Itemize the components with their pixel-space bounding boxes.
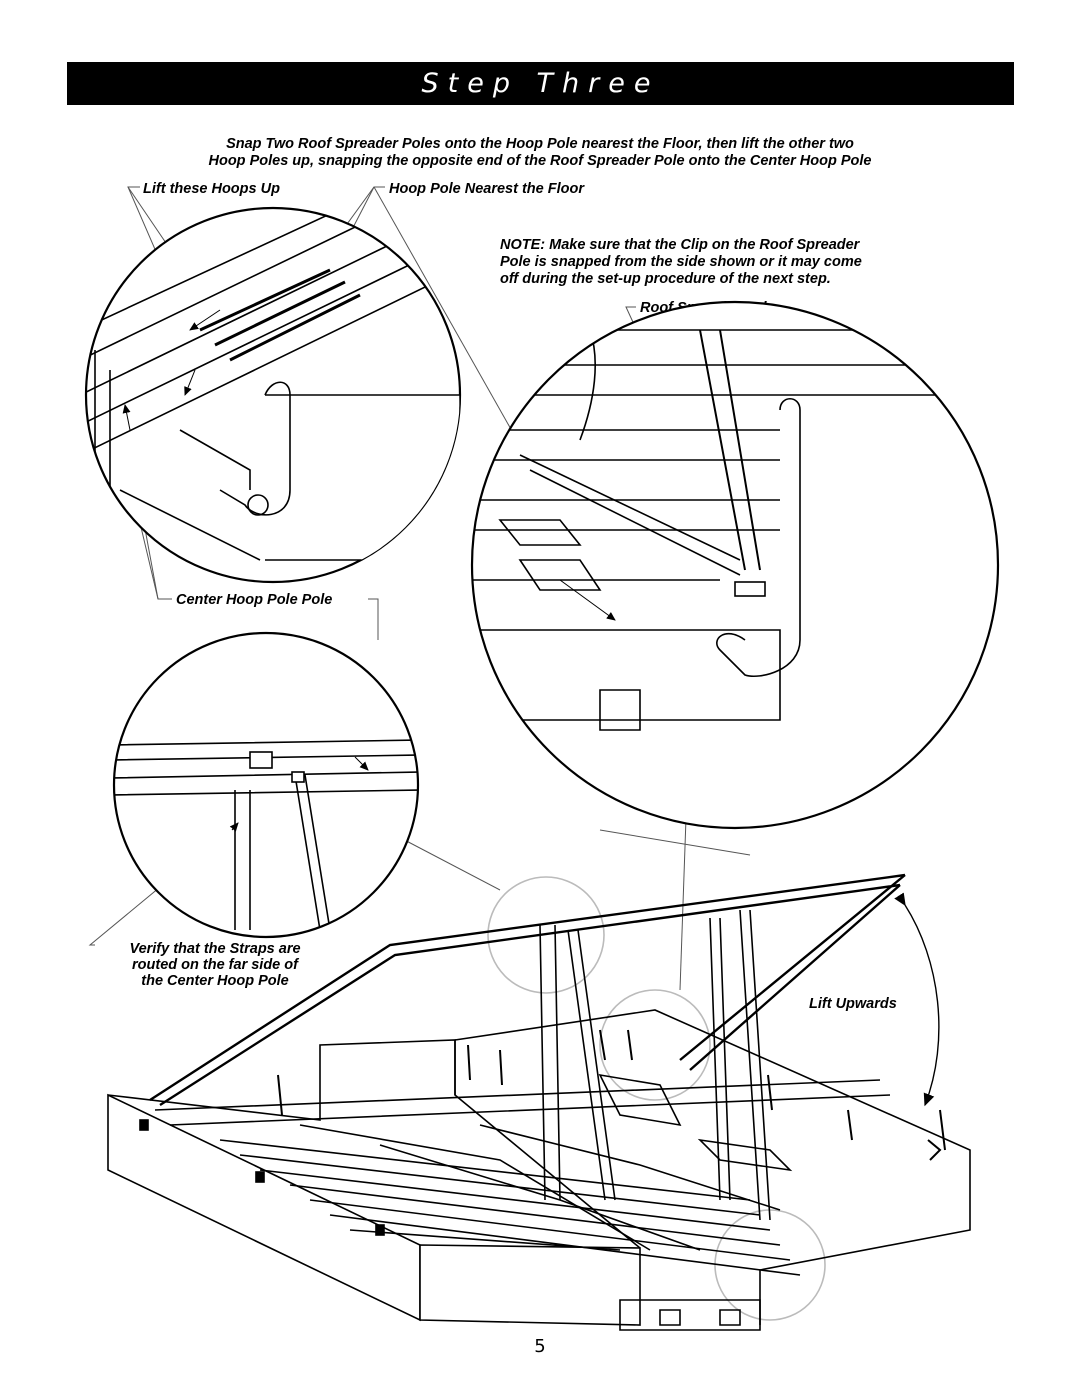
- step-header-bar: Step Three: [67, 62, 1014, 105]
- verify-line-2: routed on the far side of: [132, 957, 298, 973]
- instruction-line-2: Hoop Poles up, snapping the opposite end…: [208, 153, 872, 169]
- lift-upwards-arrow: [894, 892, 940, 1107]
- verify-text: Verify that the Straps are routed on the…: [100, 941, 330, 989]
- detail-circle-right: [470, 300, 1000, 830]
- note-line-2: Pole is snapped from the side shown or i…: [500, 254, 862, 270]
- page-number: 5: [534, 1336, 546, 1357]
- tent-base-drawing: [107, 873, 971, 1331]
- detail-circle-lower-left: [112, 631, 420, 939]
- verify-line-3: the Center Hoop Pole: [141, 973, 289, 989]
- detail-circle-upper-left: [84, 206, 462, 584]
- instruction-line-1: Snap Two Roof Spreader Poles onto the Ho…: [226, 136, 854, 152]
- note-line-3: off during the set-up procedure of the n…: [500, 271, 831, 287]
- label-center-hoop-pole: Center Hoop Pole Pole: [176, 592, 333, 608]
- step-title: Step Three: [421, 68, 660, 99]
- verify-line-1: Verify that the Straps are: [129, 941, 301, 957]
- label-lift-upwards: Lift Upwards: [809, 996, 897, 1012]
- label-hoop-pole-nearest-floor: Hoop Pole Nearest the Floor: [389, 181, 584, 197]
- instruction-text: Snap Two Roof Spreader Poles onto the Ho…: [100, 136, 980, 170]
- label-lift-hoops: Lift these Hoops Up: [143, 181, 280, 197]
- note-text: NOTE: Make sure that the Clip on the Roo…: [500, 237, 862, 288]
- note-line-1: NOTE: Make sure that the Clip on the Roo…: [500, 237, 860, 253]
